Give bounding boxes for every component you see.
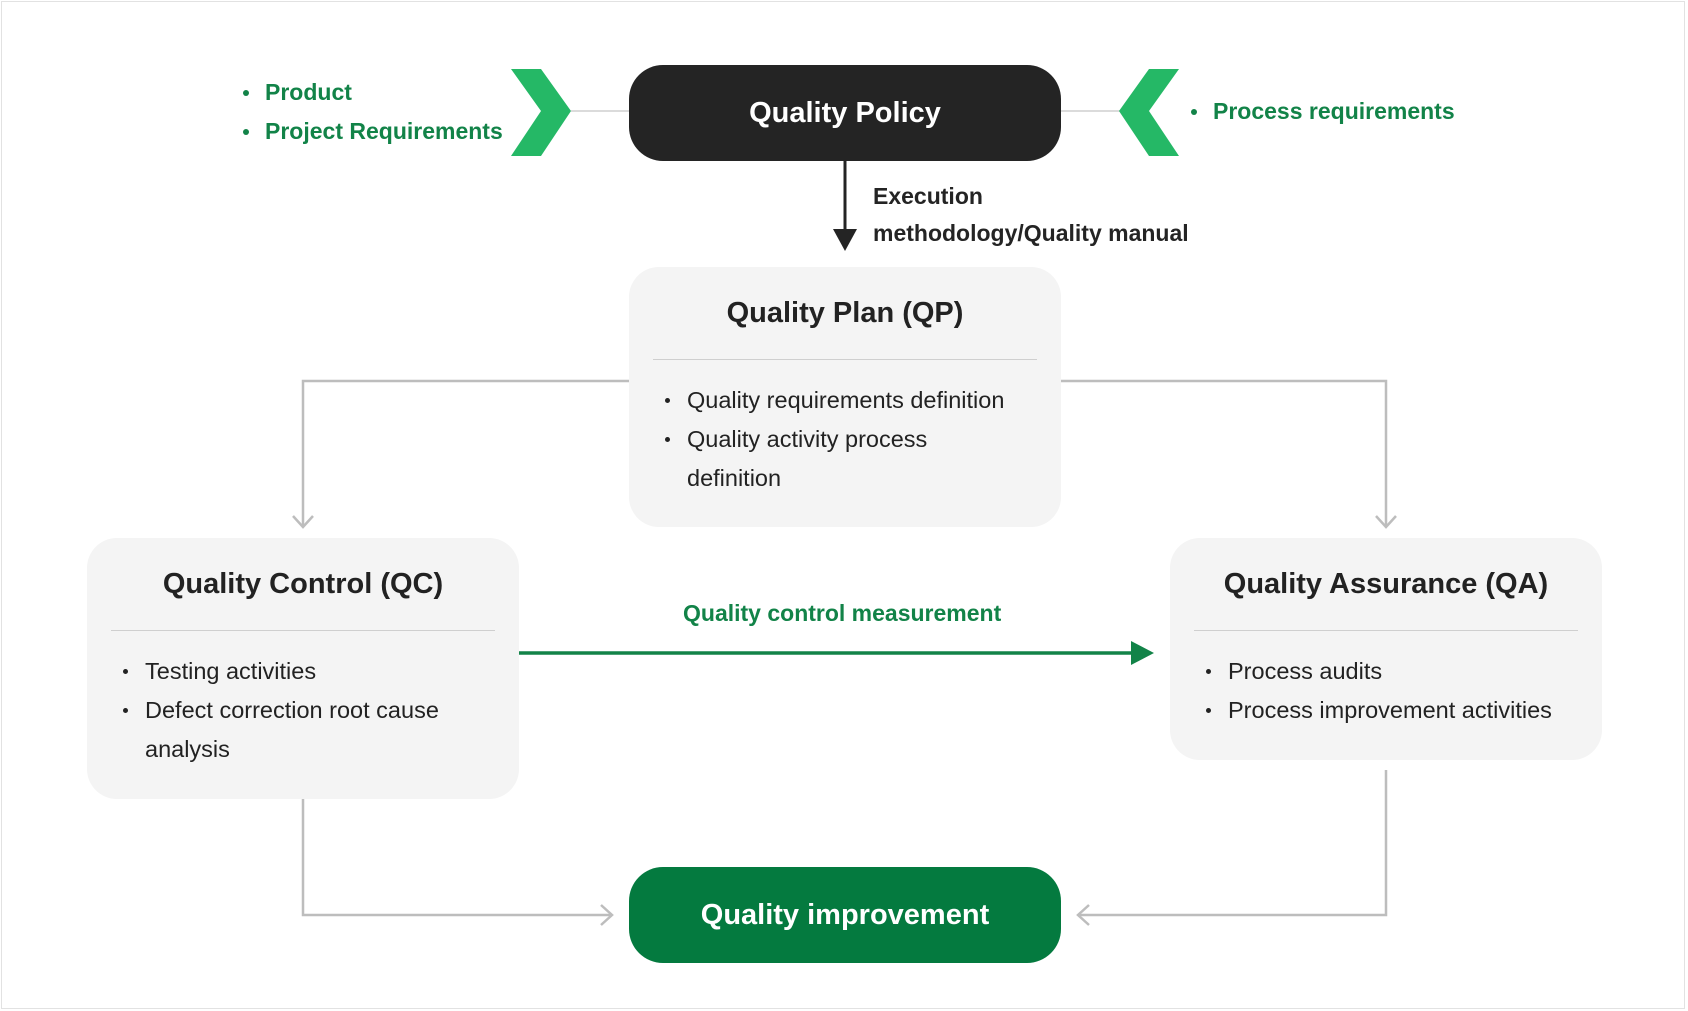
quality-control-item: Defect correction root cause analysis xyxy=(119,691,439,769)
quality-improvement-title: Quality improvement xyxy=(700,898,990,931)
quality-plan-item: Quality activity process definition xyxy=(661,420,1004,498)
quality-control-card: Quality Control (QC) Testing activities … xyxy=(87,538,519,799)
quality-control-item-line: analysis xyxy=(145,736,230,762)
quality-control-item-line: Defect correction root cause xyxy=(145,697,439,723)
quality-plan-card: Quality Plan (QP) Quality requirements d… xyxy=(629,267,1061,527)
quality-plan-item-line: Quality activity process xyxy=(687,426,928,452)
quality-control-divider xyxy=(111,630,495,631)
quality-control-item: Testing activities xyxy=(119,652,439,691)
left-input-item: Product xyxy=(239,73,503,112)
execution-label-line: methodology/Quality manual xyxy=(873,220,1189,246)
left-input-list: Product Project Requirements xyxy=(239,73,503,151)
quality-assurance-item: Process improvement activities xyxy=(1202,691,1552,730)
measurement-label: Quality control measurement xyxy=(683,600,1002,626)
execution-label-line: Execution xyxy=(873,183,983,209)
right-input-list: Process requirements xyxy=(1187,92,1455,131)
quality-plan-item-line: definition xyxy=(687,465,782,491)
right-chevron-icon xyxy=(1119,69,1179,156)
quality-assurance-item: Process audits xyxy=(1202,652,1552,691)
quality-assurance-divider xyxy=(1194,630,1578,631)
assurance-to-improvement-arrowhead-icon xyxy=(1076,904,1090,926)
plan-to-control-connector xyxy=(301,379,629,525)
control-to-improvement-connector xyxy=(301,770,610,917)
quality-assurance-title: Quality Assurance (QA) xyxy=(1223,567,1549,600)
right-arrow-icon xyxy=(1131,641,1154,665)
down-arrow-icon xyxy=(833,229,857,251)
right-input-item: Process requirements xyxy=(1187,92,1455,131)
quality-policy-title: Quality Policy xyxy=(749,96,941,129)
control-to-improvement-arrowhead-icon xyxy=(600,904,614,926)
plan-to-control-arrowhead-icon xyxy=(292,515,314,529)
left-chevron-icon xyxy=(511,69,571,156)
plan-to-assurance-connector xyxy=(1061,379,1388,525)
quality-plan-title: Quality Plan (QP) xyxy=(726,296,964,329)
quality-plan-item: Quality requirements definition xyxy=(661,381,1004,420)
left-input-item: Project Requirements xyxy=(239,112,503,151)
assurance-to-improvement-connector xyxy=(1080,770,1388,917)
quality-control-list: Testing activities Defect correction roo… xyxy=(119,652,439,769)
quality-plan-list: Quality requirements definition Quality … xyxy=(661,381,1004,498)
execution-label: Execution methodology/Quality manual xyxy=(873,178,1189,252)
quality-control-title: Quality Control (QC) xyxy=(162,567,444,600)
quality-assurance-list: Process audits Process improvement activ… xyxy=(1202,652,1552,730)
quality-improvement-box: Quality improvement xyxy=(629,867,1061,963)
quality-plan-divider xyxy=(653,359,1037,360)
quality-policy-box: Quality Policy xyxy=(629,65,1061,161)
plan-to-assurance-arrowhead-icon xyxy=(1375,515,1397,529)
quality-assurance-card: Quality Assurance (QA) Process audits Pr… xyxy=(1170,538,1602,760)
